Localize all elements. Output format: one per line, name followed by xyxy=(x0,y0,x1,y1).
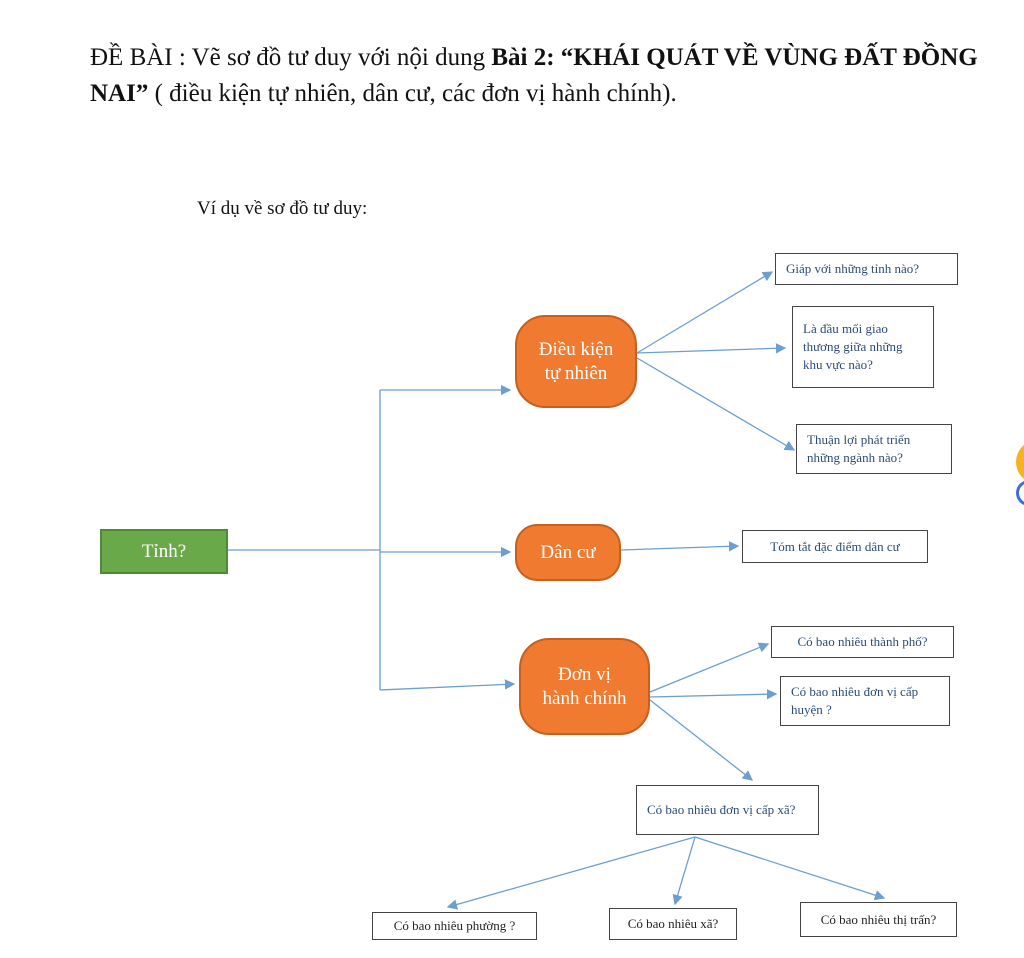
branch-natural-line1: Điều kiện xyxy=(538,338,614,360)
edge-communes xyxy=(649,699,754,781)
leaf-neighbors: Giáp với những tỉnh nào? xyxy=(775,253,958,285)
edge-trade xyxy=(636,343,787,354)
edge-districts xyxy=(649,689,778,700)
branch-admin-line1: Đơn vị xyxy=(558,663,611,685)
example-label: Ví dụ về sơ đồ tư duy: xyxy=(197,198,368,219)
heading-suffix: ( điều kiện tự nhiên, dân cư, các đơn vị… xyxy=(148,80,677,107)
leaf-villages: Có bao nhiêu xã? xyxy=(609,908,737,940)
leaf-trade: Là đầu mối giao thương giữa những khu vự… xyxy=(792,306,934,388)
edge-population-summary xyxy=(620,541,740,552)
heading-title: Bài 2: “KHÁI QUÁT VỀ VÙNG ĐẤT ĐỒNG NAI” xyxy=(90,44,978,107)
edge-cities xyxy=(649,642,770,693)
branch-administrative-units: Đơn vị hành chính xyxy=(519,638,650,735)
edge-industries xyxy=(636,357,796,451)
leaf-industries: Thuận lợi phát triển những ngành nào? xyxy=(796,424,952,474)
edge-to-admin xyxy=(379,679,516,691)
leaf-districts: Có bao nhiêu đơn vị cấp huyện ? xyxy=(780,676,950,726)
leaf-population-summary: Tóm tắt đặc điểm dân cư xyxy=(742,530,928,563)
leaf-cities: Có bao nhiêu thành phố? xyxy=(771,626,954,658)
heading-prefix: ĐỀ BÀI : Vẽ sơ đồ tư duy với nội dung xyxy=(90,44,492,71)
edge-wards xyxy=(446,836,696,910)
branch-natural-line2: tự nhiên xyxy=(544,362,608,384)
branch-admin-line2: hành chính xyxy=(542,687,627,709)
edge-towns xyxy=(694,836,886,901)
branch-population: Dân cư xyxy=(515,524,621,581)
leaf-wards: Có bao nhiêu phường ? xyxy=(372,912,537,940)
branch-natural-conditions: Điều kiện tự nhiên xyxy=(515,315,637,408)
leaf-communes: Có bao nhiêu đơn vị cấp xã? xyxy=(636,785,819,835)
root-node: Tỉnh? xyxy=(100,529,228,574)
page-heading: ĐỀ BÀI : Vẽ sơ đồ tư duy với nội dung Bà… xyxy=(90,40,990,112)
edge-neighbors xyxy=(636,271,774,354)
edge-villages xyxy=(672,836,696,906)
leaf-towns: Có bao nhiêu thị trấn? xyxy=(800,902,957,937)
edge-decoration-yellow xyxy=(1016,440,1024,484)
